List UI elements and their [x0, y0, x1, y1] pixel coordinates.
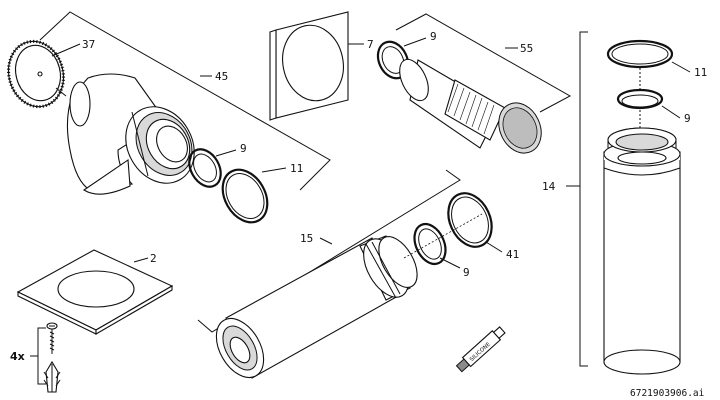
- elbow-part-45: [66, 73, 195, 195]
- label-55: 55: [520, 42, 533, 55]
- label-45: 45: [215, 70, 228, 83]
- extension-pipe-part-15: [215, 235, 418, 379]
- label-11-elbow: 11: [290, 162, 303, 175]
- label-2: 2: [150, 252, 157, 265]
- label-9-pipe: 9: [463, 266, 470, 279]
- terminal-part-55: [399, 58, 542, 154]
- label-quantity-4x: 4x: [10, 350, 25, 363]
- label-37: 37: [82, 38, 95, 51]
- vertical-pipe-part-14: [603, 127, 681, 375]
- label-9-elbow: 9: [240, 142, 247, 155]
- end-cap-part-37: [7, 39, 65, 109]
- label-11-stack: 11: [694, 66, 707, 79]
- silicone-tube: SILICONE: [455, 326, 506, 373]
- screw: [46, 322, 58, 354]
- label-7: 7: [367, 38, 374, 51]
- wall-plug: [43, 360, 61, 393]
- label-9-stack: 9: [684, 112, 691, 125]
- floor-plate-part-2: [16, 249, 174, 335]
- label-15: 15: [300, 232, 313, 245]
- label-9-terminal: 9: [430, 30, 437, 43]
- label-41: 41: [506, 248, 519, 261]
- wall-plate-part-7: [269, 11, 349, 121]
- label-14: 14: [542, 180, 556, 193]
- drawing-code: 6721903906.ai: [630, 388, 705, 399]
